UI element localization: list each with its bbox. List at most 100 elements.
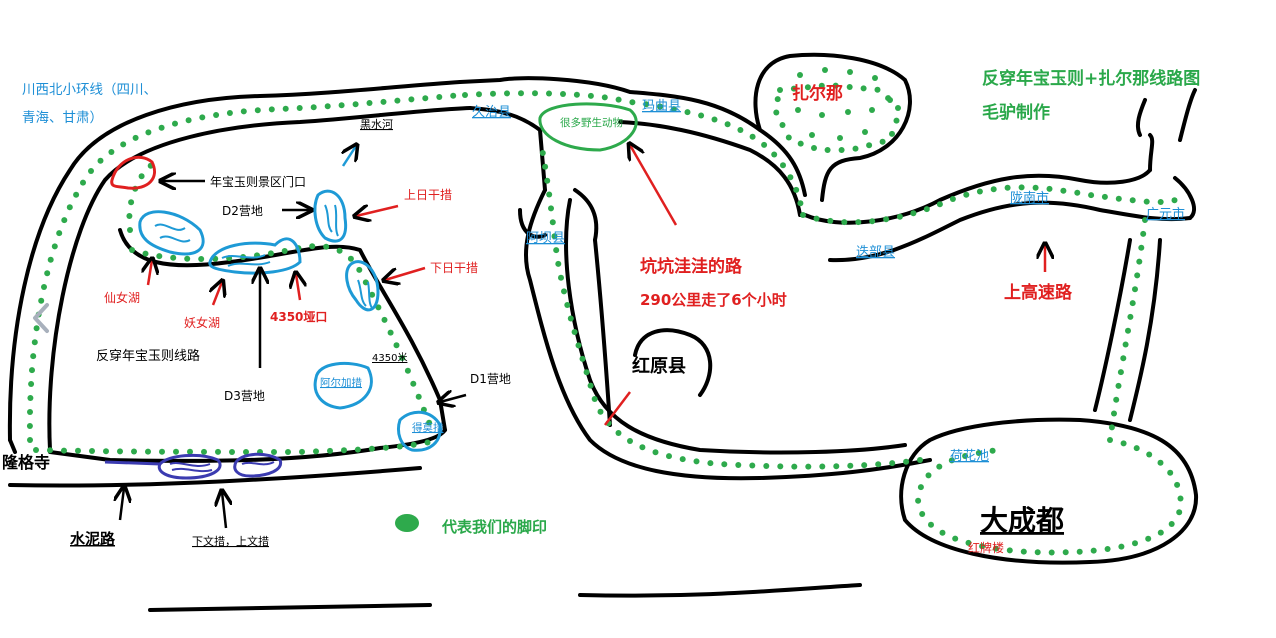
highway-label: 上高速路 <box>1004 282 1073 303</box>
footprint-dot <box>652 449 659 456</box>
footprint-dot <box>872 75 878 81</box>
footprint-dot <box>990 186 997 193</box>
footprint-dot <box>156 253 163 260</box>
footprint-dot <box>838 147 845 153</box>
footprint-dot <box>1006 547 1013 554</box>
footprint-dot <box>170 254 177 261</box>
footprint-dot <box>846 84 853 90</box>
footprint-dot <box>518 90 524 97</box>
footprint-dot <box>309 243 316 250</box>
footprint-dot <box>627 438 633 444</box>
footprint-dot <box>819 112 825 118</box>
place-longnan: 陇南市 <box>1010 190 1049 206</box>
footprint-dot <box>917 457 923 463</box>
arrow-icon <box>385 266 426 280</box>
footprint-dot <box>410 380 417 387</box>
footprint-dot <box>173 448 179 455</box>
footprint-dot <box>790 85 797 92</box>
footprint-dot <box>724 121 731 128</box>
footprint-dot <box>132 134 139 141</box>
footprint-dot <box>862 129 868 135</box>
footprint-dot <box>33 325 40 332</box>
footprint-dot <box>229 449 235 455</box>
footprint-dot <box>126 213 133 219</box>
footprint-dot <box>1168 521 1175 527</box>
footprint-dot <box>553 247 560 254</box>
footprint-dot <box>749 462 756 469</box>
footprint-dot <box>797 200 804 207</box>
footprint-dot <box>281 248 288 254</box>
footprint-dot <box>887 97 893 103</box>
footprint-dot <box>201 448 207 455</box>
xiawen-lake-1 <box>157 453 222 480</box>
footprint-dot <box>1107 437 1113 443</box>
footprint-dot <box>949 196 956 202</box>
footprint-dot <box>415 393 422 400</box>
footprint-dot <box>29 367 35 374</box>
footprint-dot <box>159 448 165 455</box>
footprint-dot <box>393 342 400 349</box>
footprint-dot <box>629 99 636 106</box>
footprint-dot <box>1125 327 1131 334</box>
footprint-dot <box>805 463 812 470</box>
footprint-dot <box>793 186 800 193</box>
footprint-dot <box>366 100 373 106</box>
route-name: 反穿年宝玉则线路 <box>96 348 200 364</box>
place-hongyuan: 红原县 <box>632 355 686 377</box>
footprint-dot <box>771 151 778 158</box>
footprint-dot <box>811 145 817 151</box>
footprint-dot <box>243 449 249 455</box>
footprint-dot <box>963 191 970 198</box>
footprint-dot <box>1132 540 1138 547</box>
footprint-dot <box>785 134 792 141</box>
footprint-dot <box>271 449 277 455</box>
footprint-dot <box>1143 198 1150 205</box>
footprint-dot <box>187 448 193 455</box>
footprint-dot <box>103 448 109 455</box>
footprint-dot <box>33 447 39 453</box>
lake-demo: 得莫措 <box>412 421 444 434</box>
footprint-dot <box>1174 481 1181 488</box>
footprint-dot <box>408 96 415 103</box>
arrow-icon <box>356 206 399 216</box>
footprint-dot <box>804 84 811 91</box>
footprint-dot <box>777 463 784 470</box>
footprint-dot <box>795 107 801 113</box>
footprint-dot <box>184 255 191 262</box>
footprint-dot <box>976 188 983 195</box>
footprint-dot <box>80 179 86 186</box>
footprint-dot <box>347 255 354 262</box>
footprint-dot <box>561 288 567 295</box>
footprint-dot <box>450 92 457 99</box>
footprint-dot <box>936 463 943 470</box>
arrow-icon <box>148 260 152 286</box>
footprint-dot <box>571 329 578 335</box>
footprint-dot <box>735 462 742 468</box>
footprint-dot <box>1111 410 1117 417</box>
footprint-dot <box>779 122 786 128</box>
place-heishuihe: 黑水河 <box>360 118 393 131</box>
footprint-dot <box>809 132 815 138</box>
chevron-left-icon[interactable] <box>26 300 56 336</box>
footprint-dot <box>615 96 622 103</box>
wildlife-zone <box>538 102 638 152</box>
footprint-dot <box>1136 258 1143 265</box>
footprint-dot <box>1157 459 1164 466</box>
region-note-2: 青海、甘肃） <box>22 110 103 126</box>
arrow-icon <box>440 395 467 402</box>
footprint-dot <box>797 72 803 78</box>
footprint-dot <box>268 106 275 113</box>
footprint-dot <box>1129 197 1136 204</box>
footprint-dot <box>1127 313 1134 320</box>
footprint-dot <box>1140 230 1147 237</box>
shangri-lake <box>313 189 348 243</box>
footprint-dot <box>128 199 135 206</box>
footprint-dot <box>684 109 691 116</box>
footprint-dot <box>1171 197 1178 204</box>
lake-link <box>104 460 161 466</box>
footprint-dot <box>822 67 828 73</box>
xiannv-lake <box>138 210 205 256</box>
arrow-icon <box>222 492 226 529</box>
footprint-dot <box>1134 272 1141 279</box>
place-aba: 阿坝县 <box>526 231 565 246</box>
